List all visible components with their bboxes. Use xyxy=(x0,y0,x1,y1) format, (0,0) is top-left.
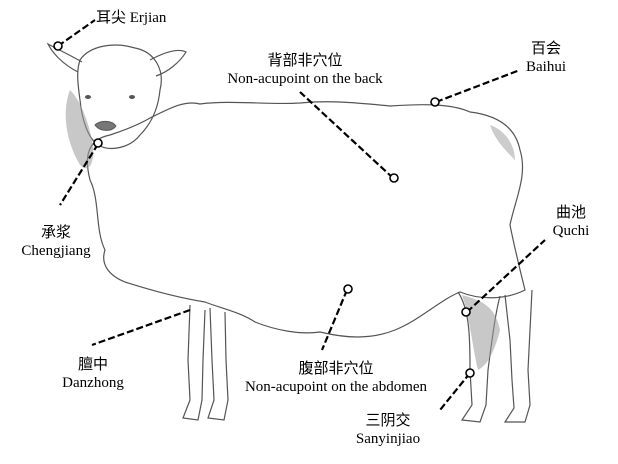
marker-erjian xyxy=(53,41,63,51)
leader-back xyxy=(299,91,394,179)
back-cn: 背部非穴位 xyxy=(267,53,343,69)
hind-leg-shading xyxy=(462,295,500,370)
danzhong-en: Danzhong xyxy=(62,375,124,391)
marker-sanyinjiao xyxy=(465,368,475,378)
sheep-left-ear xyxy=(46,42,83,73)
label-abdomen: 腹部非穴位 Non-acupoint on the abdomen xyxy=(245,360,427,396)
label-sanyinjiao: 三阴交 Sanyinjiao xyxy=(356,412,420,448)
marker-baihui xyxy=(430,97,440,107)
erjian-cn: 耳尖 xyxy=(96,10,127,26)
sheep-left-eye xyxy=(85,95,91,99)
marker-abdomen xyxy=(343,284,353,294)
leader-lines xyxy=(57,19,546,411)
leader-abdomen xyxy=(320,289,349,351)
abdomen-cn: 腹部非穴位 xyxy=(298,361,374,377)
label-erjian: 耳尖 Erjian xyxy=(96,9,166,27)
sanyinjiao-en: Sanyinjiao xyxy=(355,431,421,447)
baihui-cn: 百会 xyxy=(530,41,561,57)
marker-chengjiang xyxy=(93,138,103,148)
danzhong-cn: 膻中 xyxy=(77,357,108,373)
erjian-en: Erjian xyxy=(129,10,167,26)
marker-quchi xyxy=(461,307,471,317)
leader-quchi xyxy=(466,239,546,313)
label-back: 背部非穴位 Non-acupoint on the back xyxy=(227,52,382,88)
neck-shading xyxy=(65,90,94,169)
sheep-right-eye xyxy=(129,95,135,99)
label-danzhong: 膻中 Danzhong xyxy=(62,356,124,392)
rear-shading xyxy=(490,125,515,160)
leader-baihui xyxy=(435,68,521,104)
label-quchi: 曲池 Quchi xyxy=(553,204,590,240)
quchi-cn: 曲池 xyxy=(555,205,587,221)
marker-back xyxy=(389,173,399,183)
front-right-leg xyxy=(207,307,229,421)
back-en: Non-acupoint on the back xyxy=(227,71,383,87)
label-chengjiang: 承浆 Chengjiang xyxy=(21,224,90,260)
abdomen-en: Non-acupoint on the abdomen xyxy=(244,379,428,395)
chengjiang-cn: 承浆 xyxy=(40,225,71,241)
sheep-head-outline xyxy=(77,44,162,149)
sheep-right-ear xyxy=(149,49,187,77)
leader-sanyinjiao xyxy=(439,372,471,411)
baihui-en: Baihui xyxy=(526,59,566,75)
sanyinjiao-cn: 三阴交 xyxy=(365,413,411,429)
point-markers xyxy=(53,41,475,378)
front-left-leg xyxy=(182,304,206,421)
chengjiang-en: Chengjiang xyxy=(21,243,91,259)
leader-danzhong xyxy=(91,308,191,347)
sheep-nose xyxy=(94,120,117,131)
quchi-en: Quchi xyxy=(552,223,590,239)
leader-erjian xyxy=(57,19,96,47)
sheep-body-outline xyxy=(86,101,526,338)
leader-chengjiang xyxy=(59,143,99,206)
label-baihui: 百会 Baihui xyxy=(526,40,566,76)
hind-right-leg xyxy=(503,289,533,423)
